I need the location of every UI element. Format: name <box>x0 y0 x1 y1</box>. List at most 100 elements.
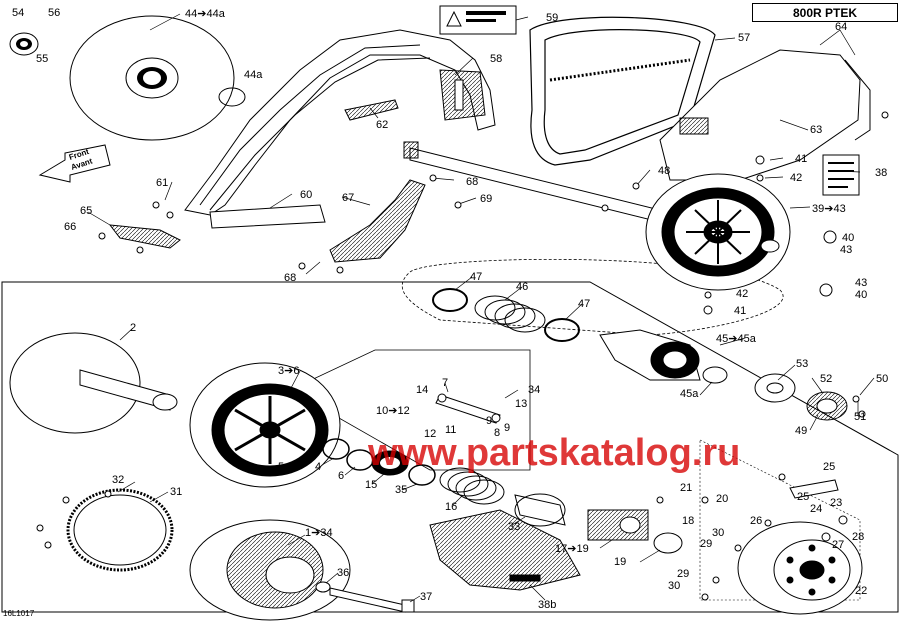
callout-41b: 41 <box>734 305 746 317</box>
callout-47: 47 <box>470 271 482 283</box>
callout-68b: 68 <box>284 272 296 284</box>
lower-assembly-frame <box>1 281 899 613</box>
callout-33: 33 <box>508 521 520 533</box>
inset-frame <box>289 349 531 471</box>
callout-27: 27 <box>832 539 844 551</box>
callout-9b: 9 <box>504 422 510 434</box>
callout-64: 64 <box>835 21 847 33</box>
callout-45a: 45a <box>680 388 699 400</box>
callout-labels: 54 56 55 44➔44a 44a 59 57 64 5 8 62 63 41… <box>12 7 888 611</box>
part-59-decal <box>439 5 517 35</box>
watermark: www.partskatalog.ru <box>368 432 741 474</box>
callout-66: 66 <box>64 221 76 233</box>
part-44-sheave <box>69 15 235 141</box>
callout-38b: 38b <box>538 599 556 611</box>
callout-20: 20 <box>716 493 728 505</box>
callout-25a: 25 <box>823 461 835 473</box>
callout-43b: 43 <box>855 277 867 289</box>
callout-19: 19 <box>614 556 626 568</box>
part-22-driven-clutch <box>737 521 863 615</box>
callout-40: 40 <box>842 232 854 244</box>
diagram-code: 16L1017 <box>3 609 35 618</box>
callout-51: 51 <box>854 411 866 423</box>
callout-44: 44➔44a <box>185 8 226 20</box>
callout-67: 67 <box>342 192 354 204</box>
callout-57: 57 <box>738 32 750 44</box>
part-60-bracket <box>209 204 326 229</box>
callout-29a: 29 <box>700 538 712 550</box>
callout-52: 52 <box>820 373 832 385</box>
callout-38: 38 <box>875 167 887 179</box>
part-38-label <box>822 154 860 196</box>
callout-68a: 68 <box>466 176 478 188</box>
callout-29b: 29 <box>677 568 689 580</box>
part-47b-ring <box>544 318 580 342</box>
callout-22: 22 <box>855 585 867 597</box>
dashed-outline-belt <box>401 258 784 336</box>
callout-61: 61 <box>156 177 168 189</box>
callout-17-19: 17➔19 <box>555 543 589 555</box>
callout-5: 5 <box>278 461 284 473</box>
callout-3-6: 3➔6 <box>278 365 299 377</box>
callout-30b: 30 <box>668 580 680 592</box>
callout-54: 54 <box>12 7 24 19</box>
part-17-hub <box>587 509 649 541</box>
callout-10-12: 10➔12 <box>376 405 410 417</box>
part-57-drive-belt <box>529 16 716 166</box>
part-18-bushing <box>653 532 683 554</box>
callout-56: 56 <box>48 7 60 19</box>
part-45-cam <box>599 329 701 381</box>
callout-47b: 47 <box>578 298 590 310</box>
callout-48: 48 <box>658 165 670 177</box>
callout-16: 16 <box>445 501 457 513</box>
dashed-outline-lower <box>699 439 861 601</box>
callout-28: 28 <box>852 531 864 543</box>
part-65-bracket <box>108 224 181 249</box>
callout-59: 59 <box>546 12 558 24</box>
part-2-fixed-sheave <box>9 332 178 434</box>
callout-30a: 30 <box>712 527 724 539</box>
callout-62: 62 <box>376 119 388 131</box>
callout-49: 49 <box>795 425 807 437</box>
part-37-bolt <box>329 587 415 613</box>
callout-60: 60 <box>300 189 312 201</box>
callout-8: 8 <box>494 427 500 439</box>
callout-32: 32 <box>112 474 124 486</box>
part-39-driven-pulley <box>645 173 791 291</box>
callout-40b: 40 <box>855 289 867 301</box>
callout-6: 6 <box>338 470 344 482</box>
part-33-sleeve <box>514 493 566 527</box>
callout-50: 50 <box>876 373 888 385</box>
callout-46: 46 <box>516 281 528 293</box>
callout-63: 63 <box>810 124 822 136</box>
callout-18: 18 <box>682 515 694 527</box>
part-67-support <box>329 179 426 263</box>
callout-53: 53 <box>796 358 808 370</box>
part-3-sliding-sheave <box>189 362 341 488</box>
callout-31: 31 <box>170 486 182 498</box>
callout-11: 11 <box>445 424 456 436</box>
callout-36: 36 <box>337 567 349 579</box>
callout-12: 12 <box>424 428 436 440</box>
front-direction-arrow: Front Avant <box>38 144 111 183</box>
part-7-lever <box>435 393 501 424</box>
callout-23: 23 <box>830 497 842 509</box>
part-58-belt-guard <box>184 29 496 216</box>
callout-9a: 9 <box>486 415 492 427</box>
callout-55: 55 <box>36 53 48 65</box>
fasteners <box>36 111 889 601</box>
part-63-cover <box>659 49 871 181</box>
callout-21: 21 <box>680 482 692 494</box>
part-38b-tool <box>429 509 581 591</box>
leader-lines <box>87 13 875 603</box>
part-1-drive-clutch <box>189 519 351 621</box>
callout-44a: 44a <box>244 69 263 81</box>
part-35-ring <box>408 464 436 486</box>
part-24-lever <box>789 479 839 499</box>
callout-41: 41 <box>795 153 807 165</box>
callout-45: 45➔45a <box>716 333 757 345</box>
callout-39: 39➔43 <box>812 203 846 215</box>
callout-42: 42 <box>790 172 802 184</box>
callout-25b: 25 <box>797 491 809 503</box>
